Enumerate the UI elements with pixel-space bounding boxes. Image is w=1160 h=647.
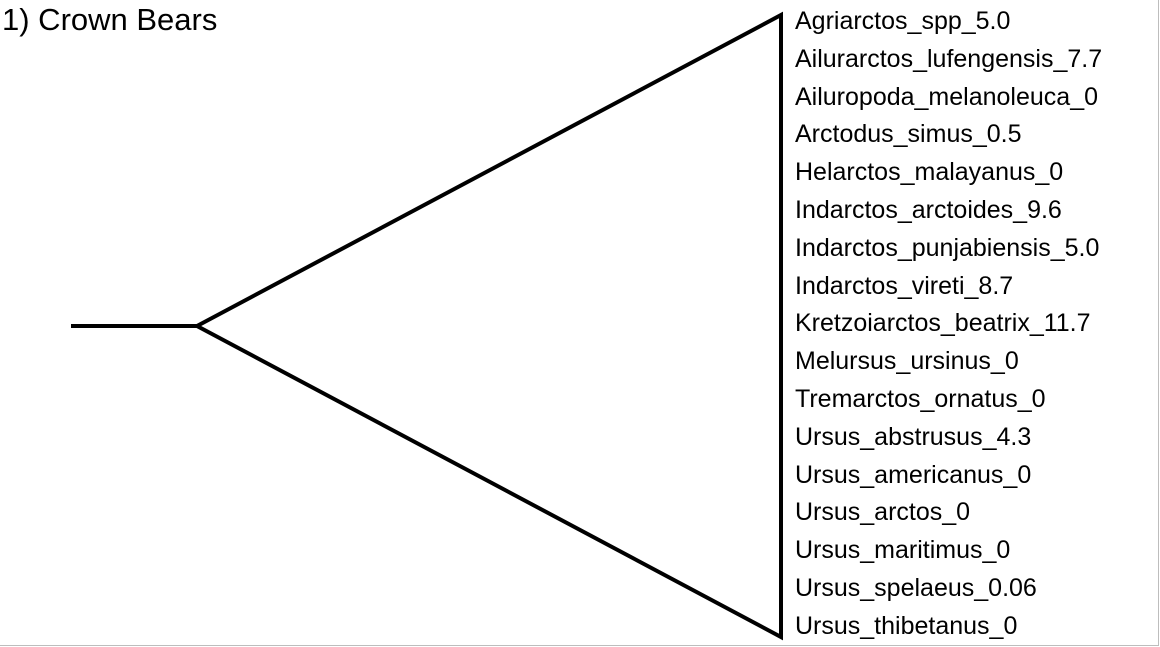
taxon-label: Ursus_abstrusus_4.3 xyxy=(795,422,1032,451)
taxon-label: Arctodus_simus_0.5 xyxy=(795,120,1022,149)
taxon-label: Helarctos_malayanus_0 xyxy=(795,158,1064,187)
taxon-label: Melursus_ursinus_0 xyxy=(795,347,1019,376)
taxon-label: Kretzoiarctos_beatrix_11.7 xyxy=(795,309,1091,338)
taxon-label: Indarctos_punjabiensis_5.0 xyxy=(795,233,1100,262)
taxon-label: Tremarctos_ornatus_0 xyxy=(795,384,1046,413)
taxon-label: Ursus_arctos_0 xyxy=(795,498,971,527)
taxon-label: Ailuropoda_melanoleuca_0 xyxy=(795,82,1099,111)
diagram-title: 1) Crown Bears xyxy=(2,2,218,37)
taxon-label: Indarctos_arctoides_9.6 xyxy=(795,195,1062,224)
taxon-label: Agriarctos_spp_5.0 xyxy=(795,7,1011,35)
taxon-label: Ursus_americanus_0 xyxy=(795,460,1032,489)
taxon-label: Ursus_thibetanus_0 xyxy=(795,611,1018,640)
taxon-label: Indarctos_vireti_8.7 xyxy=(795,271,1014,300)
collapsed-clade-triangle xyxy=(192,11,783,641)
taxon-label: Ursus_spelaeus_0.06 xyxy=(795,573,1037,602)
taxon-label-list: Agriarctos_spp_5.0 Ailurarctos_lufengens… xyxy=(795,3,1102,646)
taxon-label: Ursus_maritimus_0 xyxy=(795,536,1011,565)
taxon-label: Ailurarctos_lufengensis_7.7 xyxy=(795,44,1103,73)
